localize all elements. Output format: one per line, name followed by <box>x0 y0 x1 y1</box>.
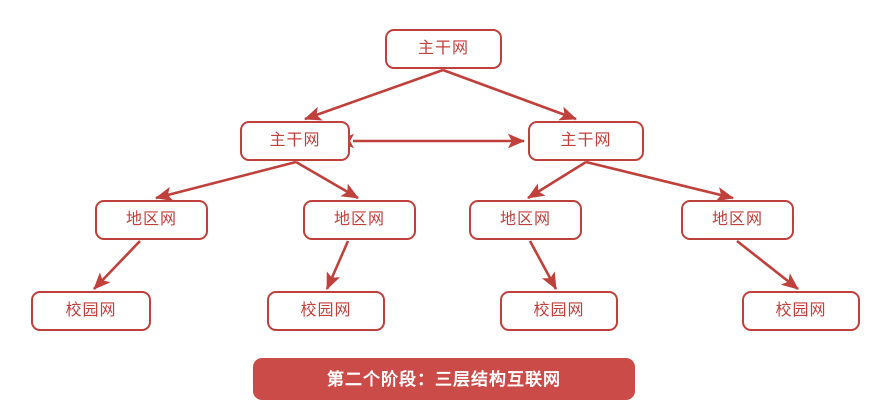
node-backbone-left: 主干网 <box>240 121 350 161</box>
node-regional-3: 地区网 <box>469 200 582 240</box>
edge-backbone-right-to-regional-4 <box>585 160 735 202</box>
node-backbone-right: 主干网 <box>528 121 644 161</box>
edge-regional-2-to-campus-2 <box>325 240 350 290</box>
node-regional-1: 地区网 <box>95 200 208 240</box>
stage-caption-bar: 第二个阶段：三层结构互联网 <box>253 358 635 400</box>
node-campus-4: 校园网 <box>742 291 860 331</box>
node-campus-2: 校园网 <box>267 291 385 331</box>
node-campus-1: 校园网 <box>31 291 151 331</box>
node-regional-2: 地区网 <box>303 200 416 240</box>
edge-regional-1-to-campus-1 <box>93 240 141 290</box>
edge-top-to-backbone-left <box>304 68 444 121</box>
node-backbone-top: 主干网 <box>385 29 502 69</box>
node-campus-3: 校园网 <box>500 291 618 331</box>
edge-regional-3-to-campus-3 <box>528 240 558 290</box>
edge-top-to-backbone-right <box>442 68 577 121</box>
edge-regional-4-to-campus-4 <box>736 239 799 291</box>
node-regional-4: 地区网 <box>681 200 794 240</box>
edge-backbone-left-to-regional-1 <box>154 160 297 202</box>
edge-backbone-right-to-regional-3 <box>527 160 587 200</box>
edge-backbone-left-to-regional-2 <box>295 160 359 200</box>
